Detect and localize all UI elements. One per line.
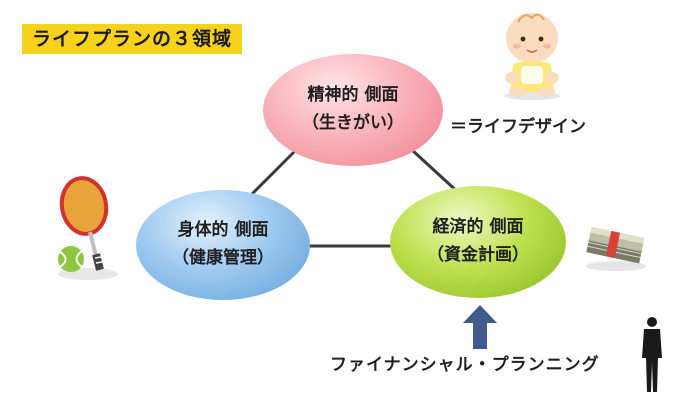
economic-aspect-node: 経済的 側面 （資金計画） — [390, 186, 566, 298]
baby-icon — [504, 13, 560, 100]
physical-aspect-label: 身体的 側面 — [177, 220, 269, 240]
economic-aspect-label: 経済的 側面 — [432, 217, 524, 237]
economic-aspect-sublabel: （資金計画） — [427, 245, 529, 265]
spiritual-aspect-sublabel: （生きがい） — [302, 113, 404, 133]
life-design-label: ＝ライフデザイン — [450, 117, 586, 137]
physical-aspect-sublabel: （健康管理） — [172, 248, 274, 268]
connector-top-right — [410, 148, 462, 196]
arrow-up-icon — [463, 305, 497, 349]
tennis-ball-icon — [58, 246, 84, 272]
spiritual-aspect-node: 精神的 側面 （生きがい） — [263, 54, 443, 166]
financial-planning-label: ファイナンシャル・プランニング — [330, 355, 600, 375]
person-silhouette-icon — [642, 317, 662, 392]
spiritual-aspect-label: 精神的 側面 — [307, 85, 399, 105]
physical-aspect-node: 身体的 側面 （健康管理） — [136, 190, 310, 300]
page-title: ライフプランの３領域 — [22, 24, 243, 54]
connector-top-left — [248, 148, 298, 198]
money-bundle-icon — [586, 226, 646, 271]
